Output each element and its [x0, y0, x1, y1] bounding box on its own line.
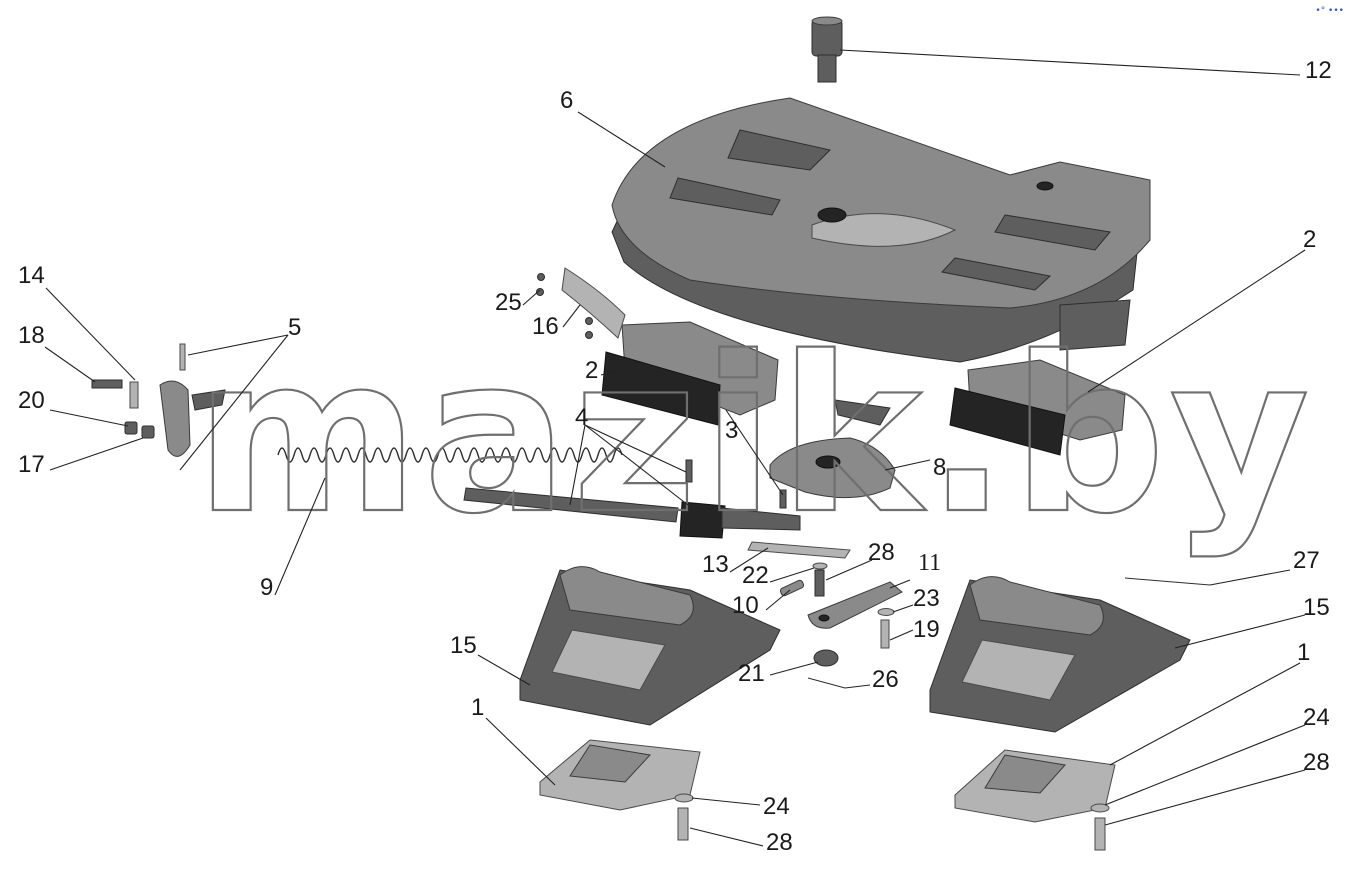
part-8-lock-jaw — [769, 399, 896, 499]
part-25-bolts — [536, 273, 593, 339]
callout-15-left: 15 — [450, 632, 477, 659]
callout-1-right: 1 — [1297, 639, 1310, 666]
callout-18: 18 — [18, 322, 45, 349]
callout-10: 10 — [732, 592, 759, 619]
part-1-right-pad — [954, 749, 1116, 823]
part-6-top-plate — [611, 97, 1151, 363]
part-14-pin — [129, 381, 139, 409]
callout-14: 14 — [18, 262, 45, 289]
part-2-left-bracket — [601, 321, 779, 426]
callout-28-right: 28 — [1303, 749, 1330, 776]
callout-20: 20 — [18, 387, 45, 414]
part-5-handle — [159, 343, 226, 457]
corner-mark: •° ••• — [1315, 6, 1344, 16]
part-11-latch-plate — [807, 581, 903, 629]
callout-2-right: 2 — [1303, 226, 1316, 253]
part-16-cover-plate — [561, 267, 626, 339]
part-21-castle-nut — [813, 649, 839, 667]
callout-25: 25 — [495, 289, 522, 316]
callout-8: 8 — [933, 454, 946, 481]
part-4-lever — [463, 459, 801, 539]
callout-17: 17 — [18, 451, 45, 478]
part-28-bolt-left — [677, 807, 689, 841]
callout-24-right: 24 — [1303, 704, 1330, 731]
callout-3: 3 — [725, 417, 738, 444]
callout-6: 6 — [560, 87, 573, 114]
part-24-washer-left — [674, 793, 694, 803]
callout-9: 9 — [260, 574, 273, 601]
callout-23: 23 — [913, 585, 940, 612]
part-3-pin — [779, 489, 787, 509]
part-1-left-pad — [539, 739, 701, 811]
part-22-washer — [812, 562, 828, 570]
part-17-nut — [141, 425, 155, 439]
callout-5: 5 — [288, 314, 301, 341]
callout-16: 16 — [532, 313, 559, 340]
part-28-bolt-right — [1094, 817, 1106, 851]
callout-26: 26 — [872, 666, 899, 693]
callout-13: 13 — [702, 551, 729, 578]
part-13-strip — [747, 541, 851, 559]
callout-12: 12 — [1305, 57, 1332, 84]
callout-4: 4 — [575, 404, 588, 431]
part-28-bolt-mid — [814, 569, 825, 597]
callout-19: 19 — [913, 616, 940, 643]
part-24-washer-right — [1090, 803, 1110, 813]
callout-27: 27 — [1293, 547, 1320, 574]
part-2-right-bracket — [949, 359, 1126, 456]
callout-22: 22 — [742, 562, 769, 589]
callout-1-left: 1 — [471, 694, 484, 721]
part-18-bolt — [91, 379, 123, 389]
part-27-wire — [1124, 577, 1211, 586]
watermark: mazik.by — [195, 310, 1314, 561]
part-10-small-spring — [779, 579, 805, 597]
part-20-nut — [124, 421, 138, 435]
callout-15-right: 15 — [1303, 594, 1330, 621]
part-23-washer — [877, 608, 895, 616]
callout-2-left: 2 — [585, 357, 598, 384]
callout-labels: 12 6 2 2 25 16 14 18 5 20 17 4 3 8 9 13 … — [18, 57, 1332, 856]
callout-28-left: 28 — [766, 829, 793, 856]
part-15-right-bracket — [929, 576, 1191, 733]
part-19-bolt — [880, 619, 890, 649]
callout-11: 11 — [918, 550, 941, 576]
part-9-spring — [277, 447, 623, 463]
callout-21: 21 — [738, 660, 765, 687]
part-12-king-pin — [811, 16, 843, 83]
callout-28-mid: 28 — [868, 539, 895, 566]
leader-lines — [44, 49, 1306, 847]
callout-24-left: 24 — [763, 793, 790, 820]
part-15-left-bracket — [519, 566, 781, 726]
part-26-cotter-pin — [807, 677, 846, 689]
